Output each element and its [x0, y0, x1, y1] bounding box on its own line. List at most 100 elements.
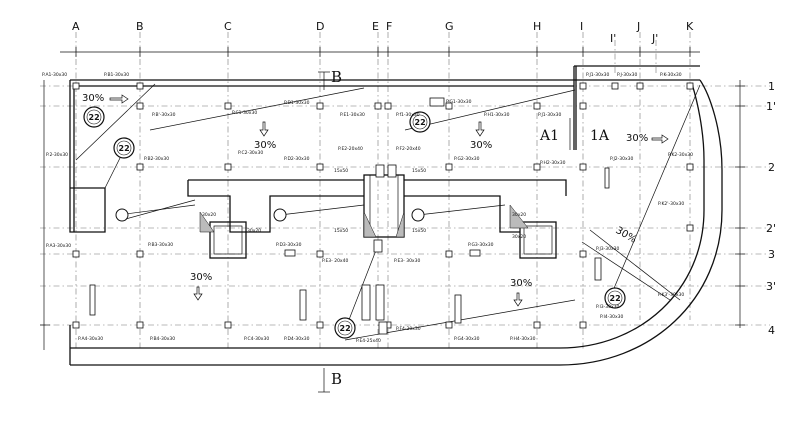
column-label: P.B2-30x30 [144, 156, 169, 162]
axis-col-c: C [224, 20, 232, 33]
axis-col-i: I [580, 20, 583, 33]
axis-labels: A B C D E F G H I J K I' J' 1 1' 2 2' 3 … [72, 20, 776, 337]
column-label: P.J1-30x30 [538, 112, 562, 118]
axis-col-d: D [316, 20, 324, 33]
label-1a: 1A [590, 128, 610, 144]
column-label: 30x20 [247, 228, 261, 234]
column-label: P.E3- 30x30 [394, 258, 420, 264]
axis-col-h: H [533, 20, 541, 33]
column-label: P.G3-30x30 [468, 242, 494, 248]
axis-col-b: B [136, 20, 144, 33]
column-label: P.A3-30x30 [46, 243, 71, 249]
column-label: P.C1-30x30 [232, 110, 257, 116]
slope-label-1: 30% [82, 93, 104, 104]
column-label: P.J2-30x30 [610, 156, 634, 162]
axis-grid [40, 32, 770, 350]
svg-text:22: 22 [610, 294, 621, 303]
column-label: P.D1-30x30 [284, 100, 310, 106]
column-label: P.C2-30x30 [238, 150, 263, 156]
column-label: P.D3-30x30 [276, 242, 302, 248]
column-label: P.D4-30x30 [284, 336, 310, 342]
bubble-marker-2: 22 [113, 137, 135, 159]
column-label: P.K3'-30x30 [658, 292, 684, 298]
svg-text:22: 22 [415, 118, 426, 127]
axis-col-j: J [636, 20, 640, 33]
bubble-markers: 22 22 22 22 22 [83, 106, 626, 339]
axis-col-g: G [445, 20, 454, 33]
slope-label-6: 30% [510, 278, 532, 289]
column-label: P.D2-30x30 [284, 156, 310, 162]
column-label: P.H2-30x30 [540, 160, 566, 166]
axis-row-4: 4 [768, 324, 775, 337]
column-label: P.G1-30x30 [446, 99, 472, 105]
column-label: P.G4-30x30 [454, 336, 480, 342]
column-label: P.E2-20x40 [338, 146, 363, 152]
bubble-marker-5: 22 [604, 287, 626, 309]
bubble-marker-1: 22 [83, 106, 105, 128]
column-label: P.F4-30x30 [396, 326, 421, 332]
column-label: P.K2'-30x30 [658, 201, 684, 207]
axis-row-1: 1 [768, 80, 775, 93]
slope-label-2: 30% [254, 140, 276, 151]
column-label: P.J-30x30 [617, 72, 637, 78]
dimension-lines [40, 47, 745, 350]
column-label: P.J3-30x30 [596, 246, 620, 252]
svg-text:22: 22 [119, 144, 130, 153]
column-label: 30x20 [512, 234, 526, 240]
column-label: P.B1-30x30 [104, 72, 129, 78]
axis-row-3-prime: 3' [766, 280, 776, 293]
svg-text:22: 22 [89, 113, 100, 122]
column-label: P.E4-25x40 [356, 338, 381, 344]
bubble-marker-3: 22 [409, 111, 431, 133]
column-label: P.B4-30x30 [150, 336, 175, 342]
section-mark-top: B [331, 68, 342, 86]
bubble-marker-4: 22 [334, 317, 356, 339]
column-label: P.F2-20x40 [396, 146, 421, 152]
column-label: P.K2-30x30 [668, 152, 693, 158]
axis-row-2-prime: 2' [766, 222, 776, 235]
column-label: 30x20 [512, 212, 526, 218]
slope-label-5: 30% [190, 272, 212, 283]
column-label: P.H1-30x30 [484, 112, 510, 118]
axis-row-3: 3 [768, 248, 775, 261]
axis-col-e: E [372, 20, 379, 33]
column-label: P.E3- 20x40 [322, 258, 348, 264]
column-label: P.E1-30x30 [340, 112, 365, 118]
section-mark-bottom: B [331, 370, 342, 388]
column-label: P.B3-30x30 [148, 242, 173, 248]
column-label: 15x50 [334, 228, 348, 234]
axis-row-2: 2 [768, 161, 775, 174]
column-label: P.C4-30x30 [244, 336, 269, 342]
axis-col-f: F [386, 20, 392, 33]
column-label: P.B'-30x30 [152, 112, 176, 118]
column-label: P.A1-30x30 [42, 72, 67, 78]
column-label: 15x50 [334, 168, 348, 174]
column-label: 15x50 [412, 168, 426, 174]
column-markers [72, 82, 694, 335]
label-a1: A1 [539, 128, 559, 144]
column-label: P.A4-30x30 [78, 336, 103, 342]
column-label: P.I3-30x30 [596, 304, 620, 310]
axis-row-1-prime: 1' [766, 100, 776, 113]
slope-label-3: 30% [470, 140, 492, 151]
slope-annotations: 30% 30% 30% 30% 30% 30% 30% [82, 93, 669, 307]
column-label: P.f1-30x30 [396, 112, 420, 118]
column-label: P.J1-30x30 [586, 72, 610, 78]
axis-col-a: A [72, 20, 80, 33]
section-marks: B B [318, 68, 342, 393]
column-label: 15x50 [412, 228, 426, 234]
column-label: P.2-30x30 [46, 152, 68, 158]
column-label: P.K-30x30 [660, 72, 682, 78]
column-label: P.H4-30x30 [510, 336, 536, 342]
axis-col-k: K [686, 20, 694, 33]
column-label: P.G2-30x30 [454, 156, 480, 162]
column-label: 30x20 [202, 212, 216, 218]
axis-col-j-prime: J' [651, 32, 658, 45]
axis-col-i-prime: I' [610, 32, 616, 45]
svg-text:22: 22 [340, 324, 351, 333]
column-labels: P.A1-30x30 P.B1-30x30 P.J1-30x30 P.J-30x… [42, 72, 693, 344]
column-label: P.I4-30x30 [600, 314, 624, 320]
slope-label-4: 30% [626, 133, 648, 144]
walls [69, 65, 723, 366]
